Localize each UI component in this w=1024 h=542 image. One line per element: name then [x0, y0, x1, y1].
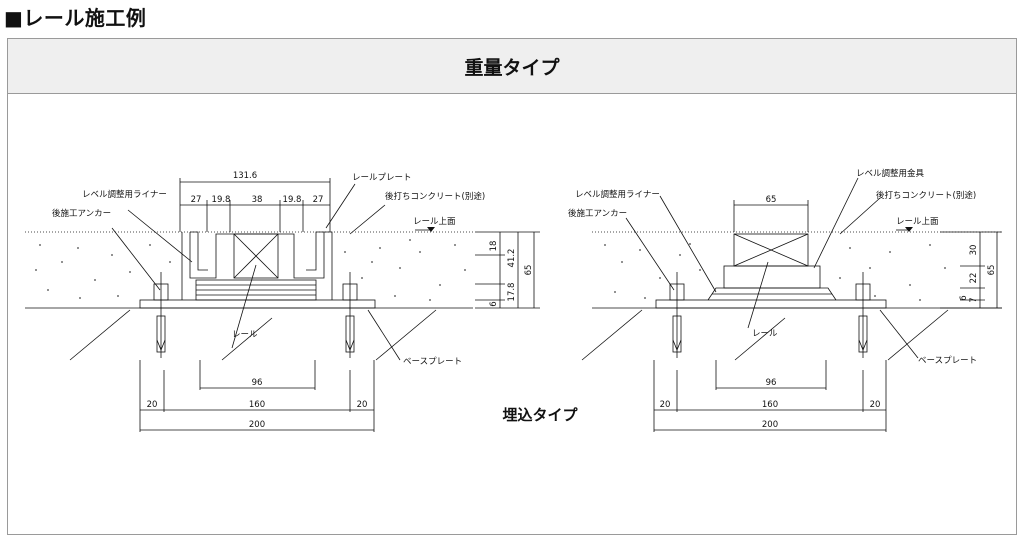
right-label-post-anchor: 後施工アンカー: [568, 208, 627, 219]
right-dim-right-1: 30: [969, 245, 979, 256]
left-anchor-left: [153, 272, 169, 358]
right-anchor-left: [669, 272, 685, 358]
right-dim-right-2: 65: [987, 265, 997, 276]
left-dim-top-3: 38: [252, 195, 263, 205]
left-dim-top-5: 27: [313, 195, 324, 205]
right-rail: [733, 233, 809, 267]
left-base-plate: [139, 299, 376, 309]
right-dim-right-3: 22: [969, 273, 979, 284]
left-dim-right-1: 18: [489, 241, 499, 252]
right-dim-right-4: 6: [959, 295, 969, 300]
right-dim-bottom-20b: 20: [870, 400, 881, 410]
left-rail: [233, 233, 279, 279]
left-label-rail: レール: [232, 330, 258, 340]
left-dim-right-5: 6: [489, 301, 499, 306]
left-dim-top-total: 131.6: [233, 171, 257, 181]
left-label-post-anchor: 後施工アンカー: [52, 208, 111, 219]
left-label-level-liner: レベル調整用ライナー: [82, 189, 167, 200]
page-title: ■レール施工例: [4, 6, 147, 30]
left-drawing: [25, 178, 540, 432]
right-base-plate: [655, 299, 887, 309]
right-dim-bottom-96: 96: [766, 378, 777, 388]
left-concrete-speckle: [35, 239, 466, 301]
right-dim-bottom-200: 200: [762, 420, 778, 430]
drawing-subtitle: 埋込タイプ: [502, 406, 578, 424]
left-dim-top-4: 19.8: [283, 195, 302, 205]
left-dim-top-2: 19.8: [212, 195, 231, 205]
left-rail-plate: [181, 231, 333, 300]
left-dim-right-4: 17.8: [507, 283, 517, 302]
right-dim-right-5: 7: [969, 297, 979, 302]
left-label-post-concrete: 後打ちコンクリート(別途): [385, 191, 485, 202]
right-dim-bottom-160: 160: [762, 400, 778, 410]
left-label-rail-plate: レールプレート: [352, 173, 412, 183]
right-label-rail-top: レール上面: [896, 217, 939, 227]
right-drawing-text: レベル調整用金具 レベル調整用ライナー 後施工アンカー 後打ちコンクリート(別途…: [568, 168, 997, 430]
left-dim-bottom-96: 96: [252, 378, 263, 388]
right-anchor-right: [855, 272, 871, 358]
left-dim-bottom-20b: 20: [357, 400, 368, 410]
right-label-level-fitting: レベル調整用金具: [856, 168, 925, 179]
right-label-level-liner: レベル調整用ライナー: [575, 189, 660, 200]
left-anchor-right: [342, 272, 358, 358]
type-header: 重量タイプ: [8, 39, 1016, 94]
left-label-base-plate: ベースプレート: [403, 357, 462, 367]
left-dim-bottom-200: 200: [249, 420, 265, 430]
left-drawing-text: レールプレート レベル調整用ライナー 後施工アンカー 後打ちコンクリート(別途)…: [52, 171, 534, 430]
right-label-base-plate: ベースプレート: [918, 356, 977, 366]
left-label-rail-top: レール上面: [413, 217, 456, 227]
left-dim-bottom-160: 160: [249, 400, 265, 410]
right-label-post-concrete: 後打ちコンクリート(別途): [876, 190, 976, 201]
right-label-rail: レール: [752, 329, 778, 339]
right-level-fitting: [723, 265, 821, 289]
left-dim-bottom-20a: 20: [147, 400, 158, 410]
right-dim-bottom-20a: 20: [660, 400, 671, 410]
right-dim-top-65: 65: [766, 195, 777, 205]
diagram-frame: 重量タイプ: [7, 38, 1017, 535]
type-title: 重量タイプ: [464, 57, 560, 79]
left-dim-top-1: 27: [191, 195, 202, 205]
left-dim-right-3: 65: [524, 265, 534, 276]
right-drawing: [581, 177, 1002, 432]
left-dim-right-2: 41.2: [507, 249, 517, 268]
right-concrete-speckle: [604, 243, 946, 301]
